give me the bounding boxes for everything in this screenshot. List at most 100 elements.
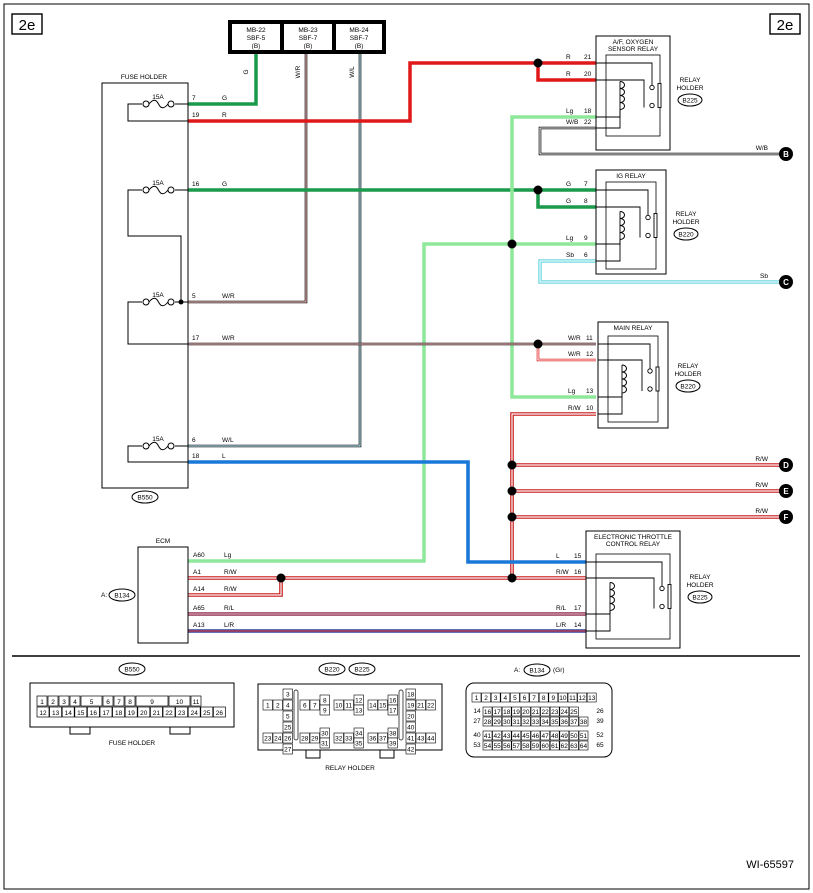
fuse-4-rating: 15A — [152, 436, 164, 443]
cv-relay-cell-label: 22 — [427, 703, 435, 710]
cv-fuse-cell — [200, 706, 214, 718]
cv-ecm-cell — [521, 730, 531, 741]
relay-armature — [655, 366, 660, 392]
cv-ecm-cell — [500, 692, 511, 703]
cv-ecm-cell — [569, 730, 579, 741]
cv-ecm-cell — [492, 730, 502, 741]
output-b-marker — [779, 147, 793, 161]
output-c-label: C — [783, 278, 789, 287]
cv-ecm-cell — [549, 706, 560, 717]
cv-ecm-cell-label: 34 — [541, 719, 549, 726]
cv-fuse-cell — [124, 695, 136, 707]
output-f-marker — [779, 510, 793, 524]
output-b-wire: W/B — [756, 145, 768, 152]
cv-relay-cell — [387, 704, 398, 716]
cv-ecm-cell — [492, 706, 502, 717]
cv-relay-cell-label: 6 — [303, 703, 307, 710]
cv-ecm-cell-label: 9 — [551, 695, 555, 702]
cv-fuse-cell-label: 17 — [102, 710, 110, 717]
cv-ecm-cell — [538, 692, 549, 703]
relay-pin-color: G — [566, 198, 571, 205]
cv-fuse-cell-label: 5 — [90, 699, 94, 706]
cv-relay-cell — [415, 699, 426, 711]
cv-relay-cell — [367, 699, 378, 711]
relay-coil — [619, 81, 625, 110]
cv-fuse-cell-label: 25 — [203, 710, 211, 717]
cv-fuse-cell-label: 24 — [191, 710, 199, 717]
fuse-2-rating: 15A — [152, 180, 164, 187]
relay-contact-lead — [586, 577, 655, 609]
wire-rw-main-core — [511, 413, 596, 578]
wire-r-19 — [188, 61, 596, 123]
mb23-fuse: SBF-7 — [299, 35, 318, 42]
cv-ecm-side-label: 14 — [473, 708, 481, 715]
cv-ecm-cell-label: 35 — [551, 719, 559, 726]
cv-relay-cell — [343, 699, 354, 711]
ecm-pin-a1: A1 — [193, 569, 201, 576]
cv-ecm-cell-label: 24 — [561, 709, 569, 716]
ecm-pin-a60-color: Lg — [224, 552, 232, 559]
relay-contact — [659, 603, 665, 610]
wire-r-20 — [536, 63, 596, 82]
fuse-holder-title: FUSE HOLDER — [121, 74, 168, 81]
relay-coil — [621, 364, 627, 394]
fuse-pin-7: 7 — [192, 95, 196, 102]
relay-pin-color: Sb — [566, 252, 574, 259]
ecm-prefix: A: — [101, 592, 107, 599]
cv-fuse-cell-label: 23 — [178, 710, 186, 717]
output-f-wire: R/W — [755, 508, 769, 515]
cv-ecm-cell-label: 13 — [588, 695, 596, 702]
output-e-wire: R/W — [755, 482, 769, 489]
cv-relay-cell-label: 34 — [355, 731, 363, 738]
cv-fuse-cell-label: 13 — [52, 710, 60, 717]
splice-points — [276, 58, 543, 583]
cv-ecm-cell — [521, 740, 531, 751]
cv-ecm-cell — [559, 740, 570, 751]
fuse-pin-18: 18 — [192, 453, 200, 460]
cv-ecm-cell — [567, 692, 578, 703]
cv-fuse-cell — [49, 706, 62, 718]
cv-ecm-cell-label: 19 — [513, 709, 521, 716]
cv-ecm-cell — [577, 692, 587, 703]
fuse-holder-connector: B550 — [137, 495, 153, 502]
cv-ecm-cell — [490, 692, 501, 703]
cv-ecm-cell-label: 8 — [542, 695, 546, 702]
ecm-pin-a65-color: R/L — [224, 605, 235, 612]
cv-relay-cell-label: 35 — [355, 741, 363, 748]
relay-contact — [647, 386, 653, 392]
relay-contact — [647, 368, 653, 374]
cv-relay-cell-label: 41 — [407, 736, 415, 743]
ecm-pin-a65: A65 — [193, 605, 205, 612]
cv-ecm-cell-label: 45 — [522, 733, 530, 740]
cv-ecm-badge — [523, 663, 551, 677]
ecm-pin-a14-color: R/W — [224, 586, 238, 593]
cv-relay-cell-label: 32 — [335, 736, 343, 743]
relay-pin-color: Lg — [568, 388, 576, 395]
page-tag-right: 2e — [769, 13, 801, 35]
fuse-pin-7-color: G — [222, 95, 227, 102]
relay-pin-number: 10 — [586, 405, 594, 412]
cv-relay-cell-label: 2 — [276, 703, 280, 710]
relay-coil-lead — [598, 393, 623, 415]
cv-relay-cell — [405, 699, 416, 711]
cv-relay-cell-label: 40 — [407, 725, 415, 732]
output-c-marker — [779, 275, 793, 289]
cv-fuse-cell — [112, 706, 125, 718]
cv-ecm-cell-label: 59 — [532, 743, 540, 750]
cv-ecm-cell-label: 37 — [570, 719, 578, 726]
cv-relay-cell-label: 30 — [321, 731, 329, 738]
cv-relay-cell-label: 4 — [286, 703, 290, 710]
cv-relay-cell — [282, 721, 293, 733]
cv-relay-cell-label: 44 — [427, 736, 435, 743]
cv-relay-cell-label: 7 — [313, 703, 317, 710]
output-d-wire: R/W — [755, 456, 769, 463]
page-tag-left: 2e — [11, 13, 43, 35]
fuse-4 — [127, 441, 188, 463]
cv-ecm-cell-label: 29 — [493, 719, 501, 726]
page-frame — [3, 3, 810, 890]
cv-ecm-cell-label: 57 — [513, 743, 521, 750]
